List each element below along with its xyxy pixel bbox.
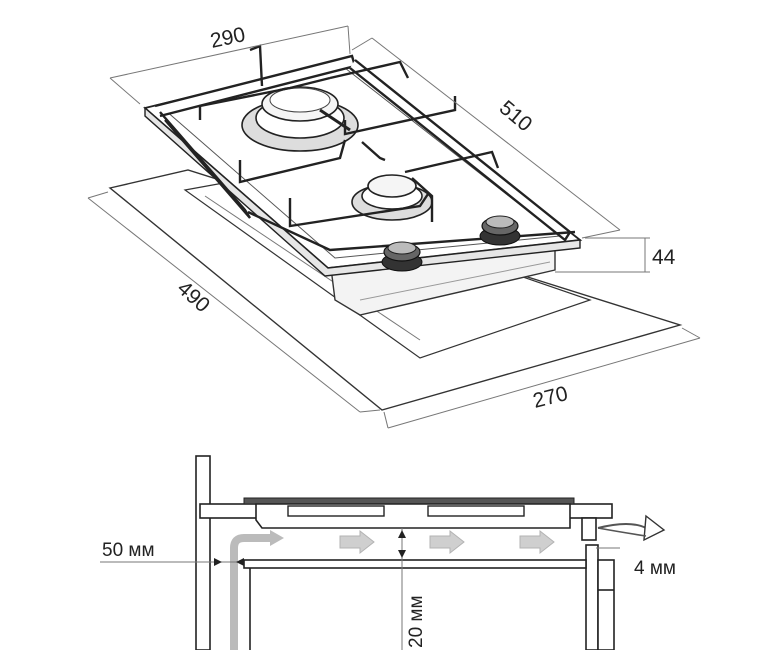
dimension-height-44: 44 — [555, 237, 676, 273]
airflow-arrows — [230, 514, 666, 650]
dimension-label-290: 290 — [208, 23, 247, 53]
section-view — [195, 455, 615, 650]
dimension-label-4mm: 4 мм — [634, 558, 676, 579]
dimension-label-20mm: 20 мм — [406, 595, 427, 648]
dimension-label-50mm: 50 мм — [102, 540, 155, 561]
control-knob-right — [479, 215, 521, 246]
burner-large — [241, 86, 359, 152]
dimension-label-44: 44 — [652, 246, 676, 269]
dimension-rear-gap: 4 мм — [596, 547, 676, 579]
dimension-side-gap: 50 мм — [100, 540, 244, 566]
dimension-label-510: 510 — [495, 96, 537, 136]
dimension-label-270: 270 — [531, 382, 571, 413]
dimension-bottom-gap: 20 мм — [398, 528, 427, 650]
pan-support-grate — [154, 44, 576, 252]
burner-small — [351, 174, 433, 221]
control-knob-left — [381, 241, 423, 272]
dimension-label-490: 490 — [173, 277, 214, 318]
